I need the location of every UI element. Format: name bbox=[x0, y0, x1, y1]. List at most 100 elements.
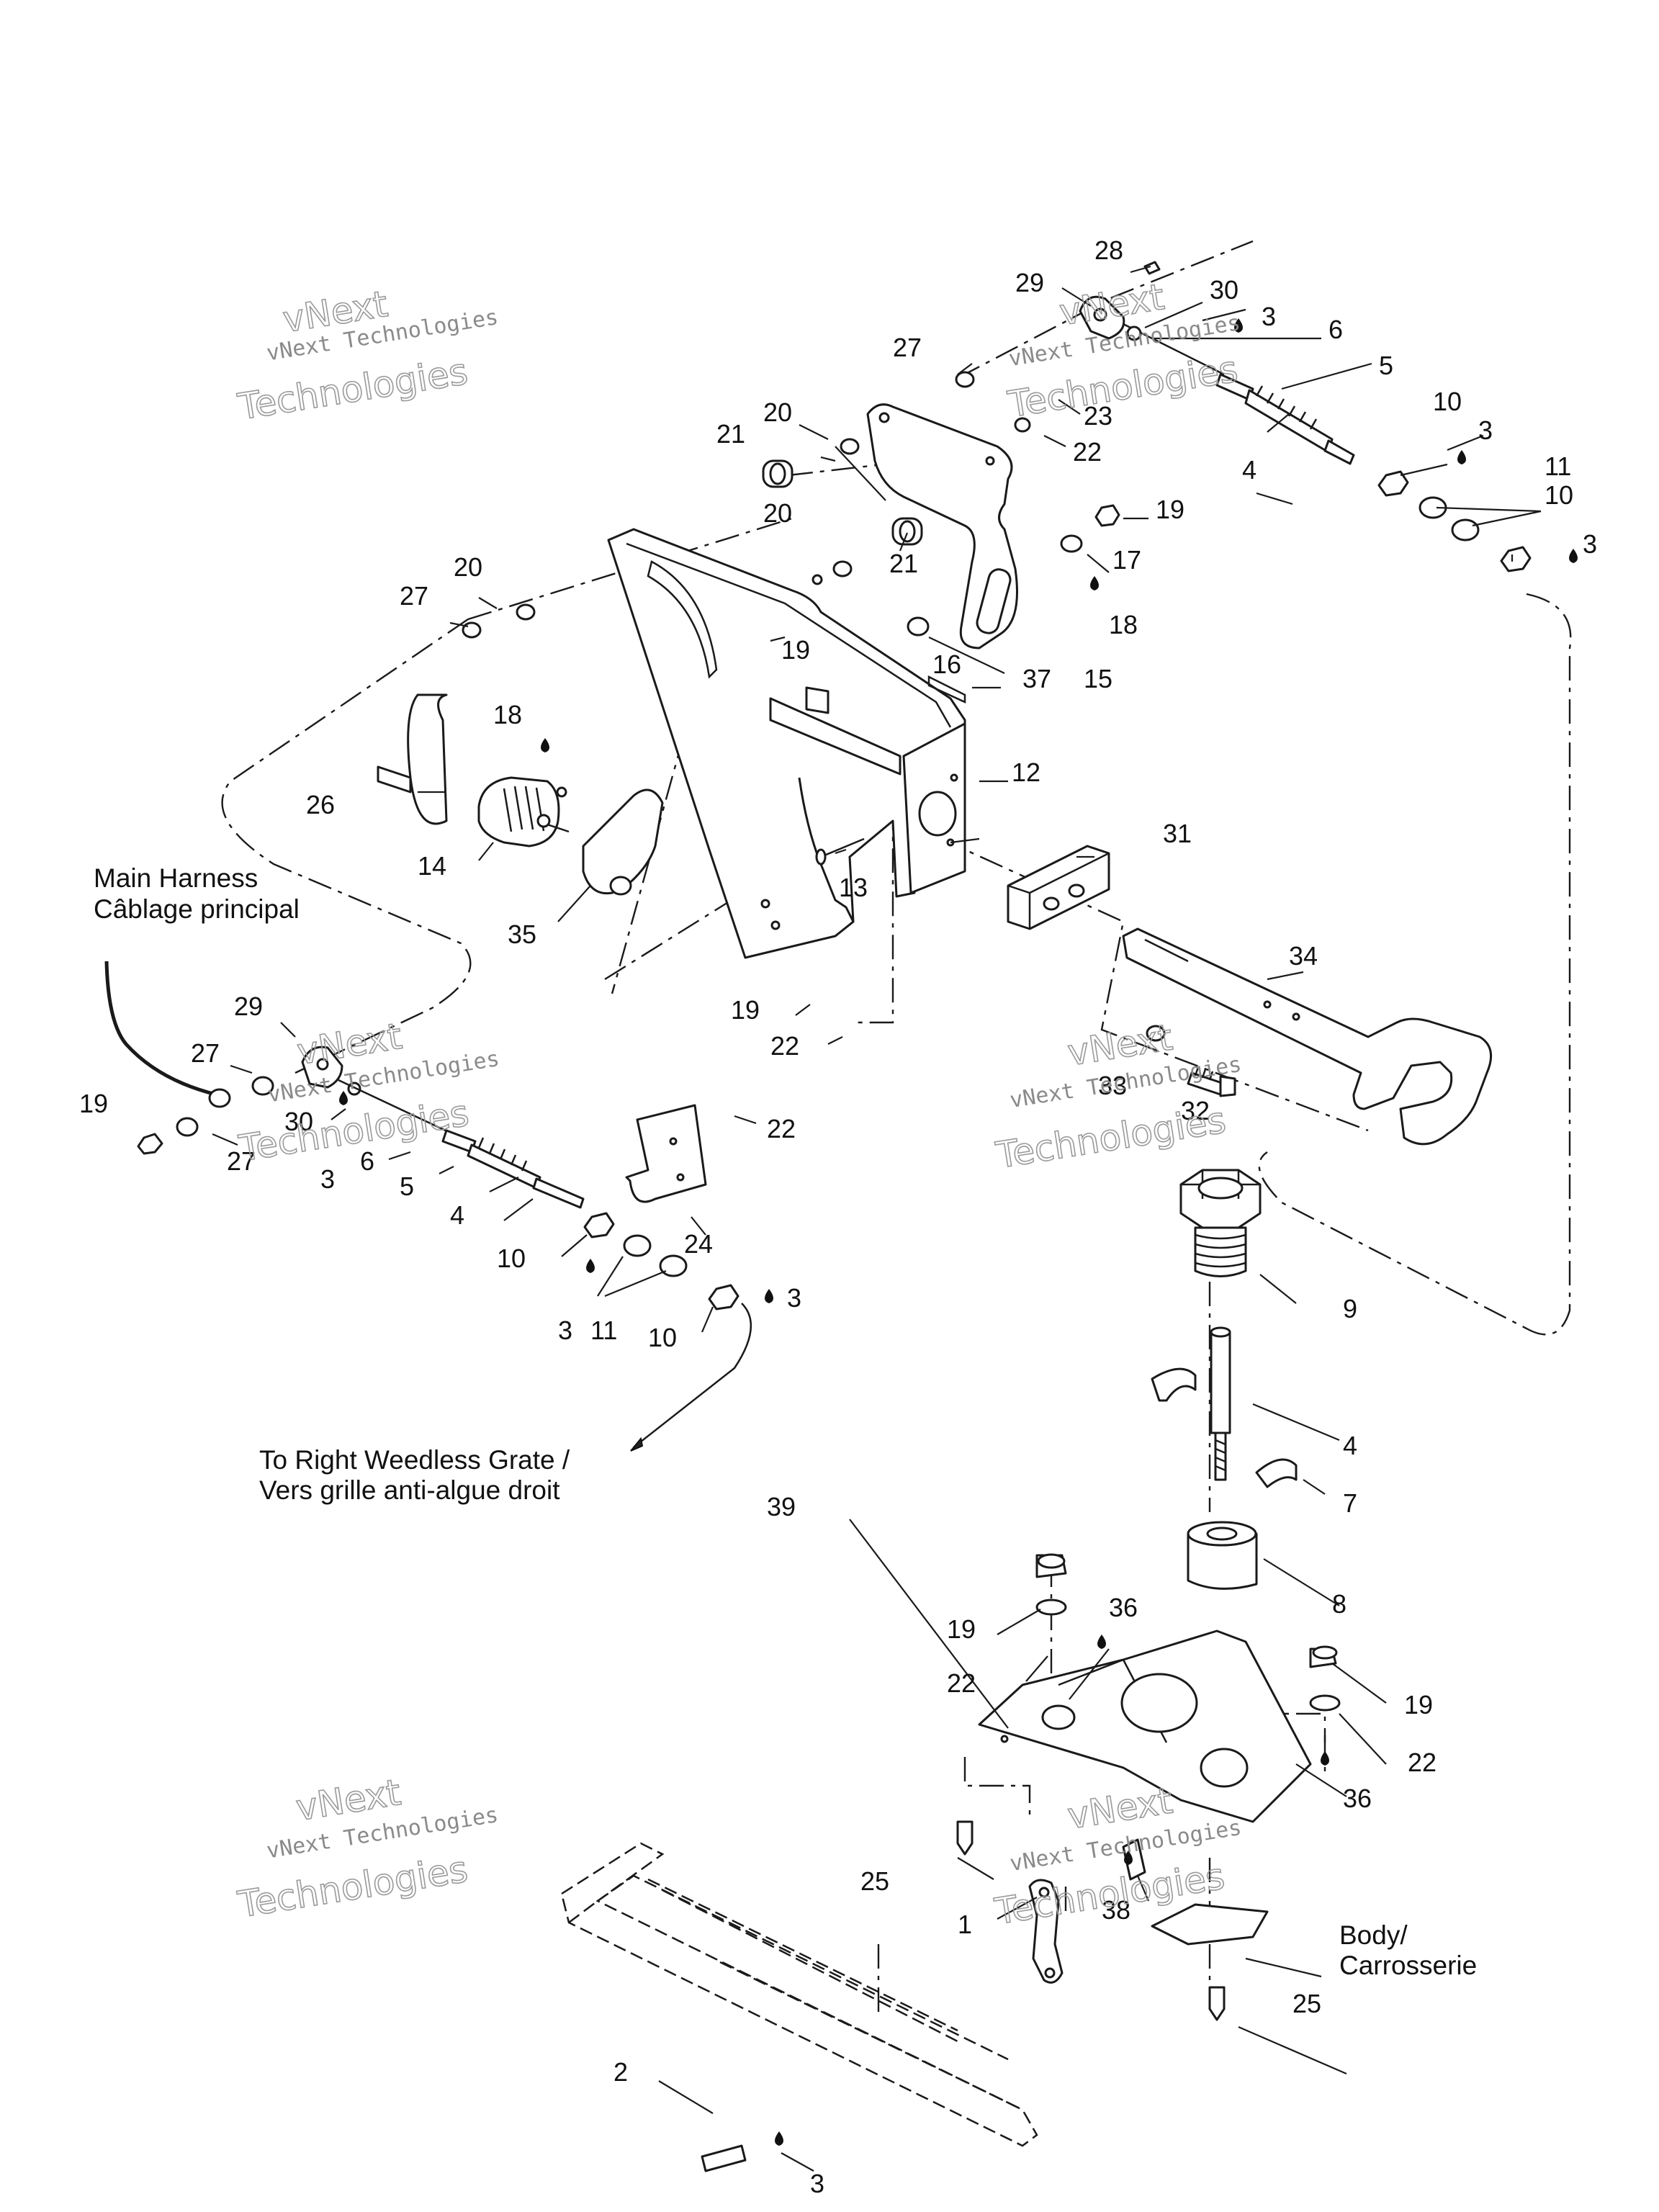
callout: 14 bbox=[418, 851, 446, 881]
callout: 10 bbox=[648, 1323, 677, 1352]
callout: 30 bbox=[1210, 275, 1238, 305]
callout: 37 bbox=[1022, 664, 1051, 693]
callout: 28 bbox=[1094, 235, 1123, 265]
callout: 8 bbox=[1332, 1589, 1346, 1619]
lower-linkage bbox=[1028, 1838, 1269, 1984]
callout: 19 bbox=[79, 1089, 108, 1118]
assembly-dashed-lines bbox=[221, 240, 1572, 2016]
mount-bracket bbox=[625, 1104, 707, 1203]
callout: 18 bbox=[493, 700, 522, 729]
callout: 26 bbox=[306, 790, 335, 819]
callout: 19 bbox=[781, 635, 810, 665]
callout: 5 bbox=[400, 1172, 414, 1201]
callout: 23 bbox=[1084, 401, 1112, 431]
callout: 10 bbox=[1433, 387, 1462, 416]
callout: 31 bbox=[1163, 819, 1192, 848]
callout-numbers: 28 29 30 3 6 5 27 23 22 20 21 4 10 3 11 … bbox=[79, 235, 1597, 2198]
callout: 11 bbox=[590, 1316, 617, 1345]
callout: 24 bbox=[684, 1229, 713, 1259]
callout: 3 bbox=[787, 1283, 801, 1313]
callout: 3 bbox=[1478, 415, 1493, 445]
callout: 21 bbox=[889, 549, 918, 578]
callout: 27 bbox=[400, 581, 428, 611]
callout: 33 bbox=[1098, 1071, 1127, 1100]
callout: 29 bbox=[234, 992, 263, 1021]
callout: 3 bbox=[1262, 302, 1276, 331]
body-label: Body/ bbox=[1339, 1920, 1408, 1950]
callout: 3 bbox=[1583, 529, 1597, 559]
main-plate bbox=[607, 528, 966, 959]
rivet bbox=[815, 837, 865, 866]
callout: 22 bbox=[767, 1114, 796, 1143]
pivot-bolt bbox=[1146, 1025, 1236, 1097]
callout: 11 bbox=[1545, 451, 1571, 481]
callout: 21 bbox=[716, 419, 745, 449]
callout: 19 bbox=[731, 995, 760, 1025]
lower-cable-assembly bbox=[104, 961, 752, 1452]
callout: 22 bbox=[1408, 1748, 1437, 1777]
vertical-stack bbox=[1151, 1169, 1298, 1590]
callout: 7 bbox=[1343, 1488, 1357, 1518]
callout: 12 bbox=[1012, 757, 1040, 787]
callout: 22 bbox=[770, 1031, 799, 1061]
callout: 32 bbox=[1181, 1096, 1210, 1125]
callout-leaders bbox=[212, 265, 1542, 2172]
callout: 10 bbox=[497, 1244, 526, 1273]
callout: 4 bbox=[1343, 1431, 1357, 1460]
callout: 22 bbox=[947, 1668, 976, 1698]
spring-clip bbox=[927, 675, 966, 703]
throttle-lever bbox=[1122, 927, 1493, 1146]
callout: 13 bbox=[839, 873, 868, 902]
callout: 20 bbox=[454, 552, 482, 582]
callout: 25 bbox=[1292, 1989, 1321, 2018]
callout: 17 bbox=[1112, 545, 1141, 575]
callout: 22 bbox=[1073, 437, 1102, 467]
spacer-block bbox=[1007, 845, 1110, 930]
callout: 2 bbox=[613, 2057, 628, 2087]
main-harness-label: Main Harness bbox=[94, 863, 258, 893]
notes: Main Harness Câblage principal To Right … bbox=[94, 863, 1477, 1980]
callout: 10 bbox=[1545, 480, 1573, 510]
callout: 6 bbox=[1328, 315, 1343, 344]
callout: 18 bbox=[1109, 610, 1138, 639]
right-grate-label-fr: Vers grille anti-algue droit bbox=[259, 1475, 560, 1505]
callout: 3 bbox=[320, 1164, 335, 1194]
base-bracket bbox=[978, 1629, 1312, 1823]
base-fasteners bbox=[956, 1553, 1341, 2021]
watermark-bottom-left: vNext vNext Technologies Technologies bbox=[234, 1771, 500, 1926]
callout: 4 bbox=[450, 1200, 464, 1230]
callout: 27 bbox=[227, 1146, 256, 1176]
callout: 25 bbox=[860, 1866, 889, 1896]
callout: 6 bbox=[360, 1146, 374, 1176]
callout: 27 bbox=[893, 333, 922, 362]
callout: 19 bbox=[1404, 1690, 1433, 1719]
callout: 19 bbox=[1156, 495, 1184, 524]
callout: 15 bbox=[1084, 664, 1112, 693]
callout: 9 bbox=[1343, 1294, 1357, 1323]
callout: 19 bbox=[947, 1614, 976, 1644]
callout: 20 bbox=[763, 397, 792, 427]
callout: 16 bbox=[932, 649, 961, 679]
callout: 3 bbox=[810, 2169, 824, 2198]
callout: 20 bbox=[763, 498, 792, 528]
callout: 29 bbox=[1015, 268, 1044, 297]
callout: 4 bbox=[1242, 455, 1256, 485]
main-harness-label-fr: Câblage principal bbox=[94, 894, 300, 924]
callout: 27 bbox=[191, 1038, 220, 1068]
callout: 35 bbox=[508, 920, 536, 949]
callout: 30 bbox=[284, 1107, 313, 1136]
callout: 36 bbox=[1343, 1784, 1372, 1813]
weedless-grate bbox=[560, 1842, 1038, 2172]
callout: 39 bbox=[767, 1492, 796, 1521]
callout: 5 bbox=[1379, 351, 1393, 380]
callout: 1 bbox=[958, 1910, 972, 1939]
lubricant-drop-icons bbox=[339, 318, 1578, 2146]
pivot-bracket bbox=[866, 403, 1018, 649]
callout: 3 bbox=[558, 1316, 572, 1345]
right-grate-label: To Right Weedless Grate / bbox=[259, 1445, 570, 1475]
body-label-fr: Carrosserie bbox=[1339, 1951, 1477, 1980]
callout: 36 bbox=[1109, 1593, 1138, 1622]
callout: 38 bbox=[1102, 1895, 1130, 1925]
watermark-top-left: vNext vNext Technologies Technologies bbox=[234, 282, 500, 428]
